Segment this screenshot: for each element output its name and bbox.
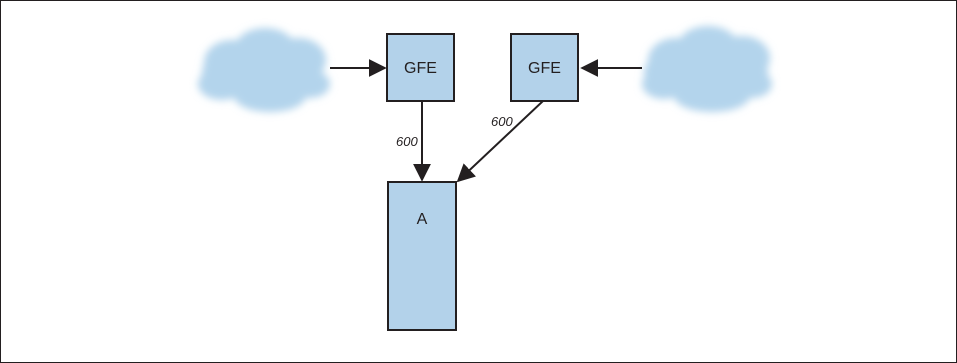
left-cloud-icon [198, 28, 330, 112]
gfe-left-label: GFE [404, 60, 437, 77]
gfe-right-to-a-arrow [456, 100, 544, 183]
backend-a-label: A [417, 211, 428, 228]
edge-right-weight-label: 600 [491, 114, 513, 129]
backend-a-box: A [387, 181, 457, 331]
gfe-left-box: GFE [386, 33, 455, 102]
gfe-right-box: GFE [510, 33, 579, 102]
edge-left-weight-label: 600 [396, 134, 418, 149]
right-cloud-icon [642, 26, 772, 112]
gfe-right-label: GFE [528, 60, 561, 77]
